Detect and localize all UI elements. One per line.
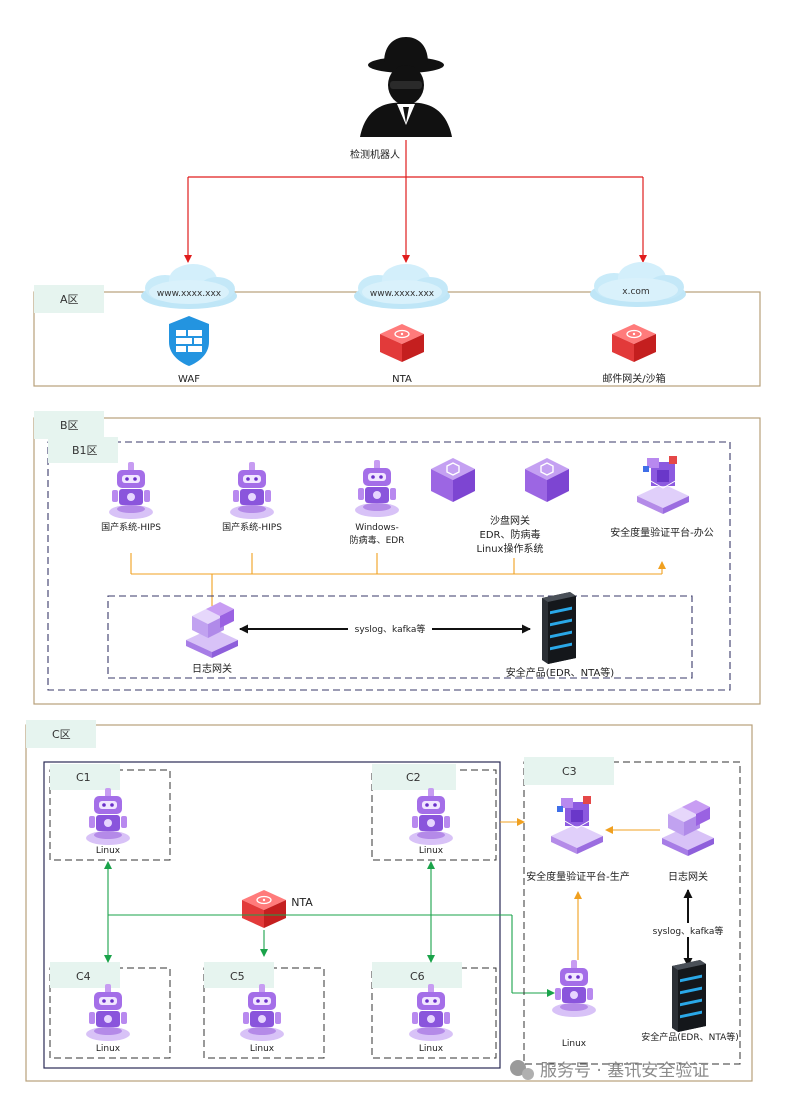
robot-linux-icon	[86, 984, 130, 1041]
sandbox-box-icon	[524, 457, 570, 503]
nta-cube-icon	[241, 889, 287, 929]
zone-c5-tag	[204, 962, 274, 988]
c1-linux-label: Linux	[96, 846, 121, 856]
zone-c4-tag	[50, 962, 120, 988]
robot-linux-icon	[409, 788, 453, 845]
zone-c4-label: C4	[76, 970, 91, 983]
robot-hips-icon	[230, 462, 274, 519]
b1-orange-bus	[130, 553, 666, 606]
zone-c3-tag	[524, 757, 614, 785]
robot-hips-icon	[109, 462, 153, 519]
waf-label: WAF	[178, 374, 200, 385]
zone-b-box	[33, 417, 761, 705]
robot-windows-icon	[355, 460, 399, 517]
robot-label: 检测机器人	[350, 148, 400, 161]
zone-a-tag	[34, 285, 104, 313]
robot-linux-icon	[86, 788, 130, 845]
zone-b-tag	[34, 411, 104, 439]
platform-office-icon	[636, 455, 690, 515]
platform-office-label: 安全度量验证平台-办公	[610, 526, 714, 539]
zone-c2-label: C2	[406, 771, 421, 784]
log-gateway-icon	[662, 800, 714, 856]
cloud-icon	[354, 264, 450, 309]
watermark: 服务号 · 塞讯安全验证	[510, 1060, 709, 1081]
cloud-icon	[590, 262, 686, 307]
mail-gateway-icon	[611, 323, 657, 363]
nta-label: NTA	[392, 374, 412, 385]
nta-cube-icon	[379, 323, 425, 363]
sandbox-label-1: 沙盘网关	[490, 514, 530, 527]
attack-lines	[184, 140, 647, 263]
win-label-1: Windows-	[355, 523, 398, 533]
zone-b1-tag	[48, 437, 118, 463]
cloud3-label: x.com	[622, 287, 649, 297]
mail-label: 邮件网关/沙箱	[602, 372, 665, 385]
platform-production-icon	[550, 795, 604, 855]
zone-c3-label: C3	[562, 765, 577, 778]
zone-b-label: B区	[60, 419, 79, 432]
c-platform-label: 安全度量验证平台-生产	[526, 870, 630, 883]
robot-linux-icon	[552, 960, 596, 1017]
c-log-gw-label: 日志网关	[668, 870, 708, 883]
cloud1-label: www.xxxx.xxx	[157, 289, 222, 299]
log-gateway-icon	[186, 602, 238, 658]
server-icon	[672, 960, 706, 1032]
zone-c6-tag	[372, 962, 462, 988]
log-gw-label: 日志网关	[192, 662, 232, 675]
waf-shield-icon	[169, 316, 209, 366]
sandbox-label-3: Linux操作系统	[477, 542, 544, 555]
syslog-label-bg	[348, 621, 432, 635]
zone-a-label: A区	[60, 293, 79, 306]
hacker-icon	[360, 37, 452, 137]
syslog-label: syslog、kafka等	[355, 623, 426, 635]
zone-b1-box	[47, 441, 731, 691]
cloud-icon	[141, 264, 237, 309]
sec-product-label: 安全产品(EDR、NTA等)	[506, 666, 615, 679]
c-syslog-label: syslog、kafka等	[653, 925, 724, 937]
log-zone-box	[107, 595, 693, 679]
hips2-label: 国产系统-HIPS	[222, 521, 282, 533]
zone-c6-label: C6	[410, 970, 425, 983]
server-icon	[542, 592, 576, 664]
zone-c2-tag	[372, 764, 456, 790]
sandbox-box-icon	[430, 457, 476, 503]
c5-linux-label: Linux	[250, 1044, 275, 1054]
c4-linux-label: Linux	[96, 1044, 121, 1054]
c2-linux-label: Linux	[419, 846, 444, 856]
green-links	[104, 861, 555, 997]
zone-c1-tag	[50, 764, 120, 790]
win-label-2: 防病毒、EDR	[350, 534, 405, 546]
c-syslog-bg	[646, 923, 730, 937]
watermark-text: 服务号 · 塞讯安全验证	[540, 1061, 709, 1081]
zone-c-label: C区	[52, 728, 71, 741]
zone-c-tag	[26, 720, 96, 748]
robot-linux-icon	[240, 984, 284, 1041]
cloud2-label: www.xxxx.xxx	[370, 289, 435, 299]
c6-linux-label: Linux	[419, 1044, 444, 1054]
zone-b1-label: B1区	[72, 444, 98, 457]
zone-c-box	[25, 724, 753, 1082]
c-nta-label: NTA	[291, 896, 313, 909]
zone-c3-box	[523, 761, 741, 1065]
c-sec-product-label: 安全产品(EDR、NTA等)	[641, 1031, 739, 1043]
c-linux-label: Linux	[562, 1039, 587, 1049]
sandbox-label-2: EDR、防病毒	[480, 528, 541, 541]
robot-linux-icon	[409, 984, 453, 1041]
zone-c5-label: C5	[230, 970, 245, 983]
zone-c1-label: C1	[76, 771, 91, 784]
hips1-label: 国产系统-HIPS	[101, 521, 161, 533]
